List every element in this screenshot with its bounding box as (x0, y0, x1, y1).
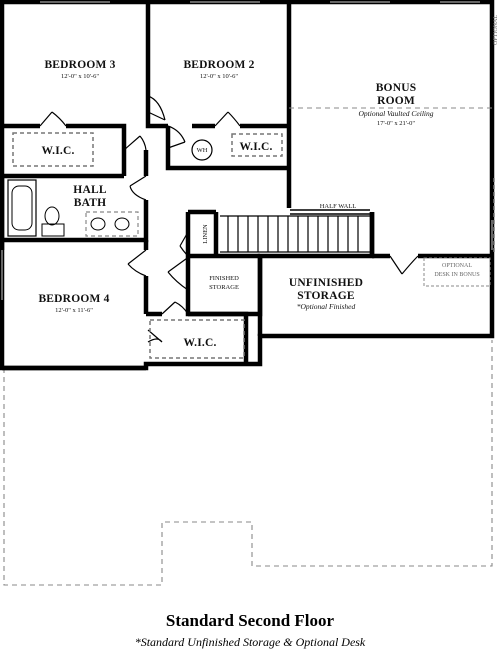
wic2-wall (165, 126, 289, 171)
bonus-label-2: ROOM (377, 95, 415, 107)
window-marks (1, 1, 493, 300)
wall-bed3-bottom (2, 123, 127, 176)
optional-desk-outline (423, 257, 491, 287)
optional-desk-label-1: OPTIONAL (442, 263, 472, 269)
hall-bath-label-2: BATH (74, 197, 107, 209)
wic1-label: W.I.C. (41, 145, 74, 157)
plan-subtitle: *Standard Unfinished Storage & Optional … (134, 635, 366, 649)
unfinished-storage-label-1: UNFINISHED (289, 277, 363, 289)
bedroom4-label: BEDROOM 4 (38, 293, 109, 305)
optional-desk-label-2: DESK IN BONUS (434, 272, 479, 278)
bonus-note: Optional Vaulted Ceiling (359, 109, 434, 118)
wic2-label: W.I.C. (239, 141, 272, 153)
stair-treads (220, 215, 370, 253)
bedroom2-dim: 12'-0" x 10'-6" (200, 73, 238, 80)
bedroom3-dim: 12'-0" x 10'-6" (61, 73, 99, 80)
bonus-label-1: BONUS (376, 82, 417, 94)
bedroom2-label: BEDROOM 2 (183, 59, 254, 71)
water-heater-icon (191, 139, 213, 161)
bonus-dim: 17'-0" x 21'-0" (377, 120, 415, 127)
optional-side-label: OPTIONAL (493, 15, 499, 45)
bonus-stair-wall (369, 212, 492, 259)
door-swings (39, 95, 419, 343)
finished-storage-label-1: FINISHED (209, 275, 239, 282)
linen-label: LINEN (202, 224, 209, 244)
bedroom4-dim: 12'-0" x 11'-6" (55, 307, 93, 314)
hall-bath-label-1: HALL (73, 184, 107, 196)
wall-bed2-step (145, 96, 168, 129)
closet-shelves (12, 132, 495, 359)
bath-fixtures (7, 179, 139, 237)
wic3-label: W.I.C. (183, 337, 216, 349)
water-heater-label: WH (197, 147, 208, 154)
unfinished-storage-label-2: STORAGE (297, 290, 355, 302)
unfinished-storage-note: *Optional Finished (297, 302, 356, 311)
half-wall-label: HALF WALL (320, 203, 357, 210)
finished-storage-label-2: STORAGE (209, 284, 239, 291)
plan-title: Standard Second Floor (165, 611, 335, 630)
storage-wall (188, 253, 263, 336)
lower-floor-outline (3, 340, 493, 586)
bedroom3-label: BEDROOM 3 (44, 59, 115, 71)
hall-bath-wall (0, 150, 149, 243)
half-wall (290, 209, 370, 215)
linen-wall (188, 209, 219, 256)
